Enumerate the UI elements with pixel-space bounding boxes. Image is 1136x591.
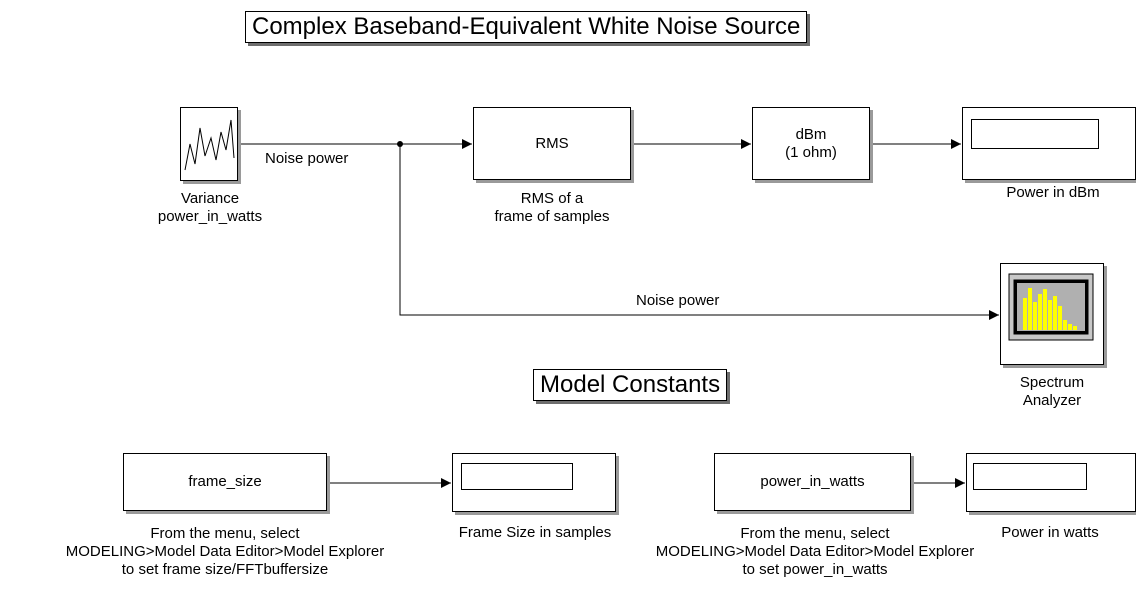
rms-block[interactable]: RMS — [473, 107, 631, 180]
spectrum-analyzer-label: Spectrum Analyzer — [1019, 374, 1085, 409]
power-watts-display-label: Power in watts — [1001, 524, 1099, 541]
power-dbm-value-field — [971, 119, 1099, 149]
title-annotation[interactable]: Complex Baseband-Equivalent White Noise … — [245, 11, 808, 43]
frame-size-note: From the menu, select MODELING>Model Dat… — [65, 525, 385, 578]
signal-label-noise-power-2: Noise power — [636, 292, 720, 309]
noise-source-block[interactable] — [180, 107, 238, 181]
power-dbm-label: Power in dBm — [1006, 184, 1100, 201]
power-watts-display-block[interactable] — [966, 453, 1136, 512]
model-constants-annotation[interactable]: Model Constants — [533, 369, 728, 401]
power-in-watts-constant-block[interactable]: power_in_watts — [714, 453, 911, 511]
noise-source-label: Variance power_in_watts — [157, 190, 263, 225]
frame-size-display-label: Frame Size in samples — [458, 524, 612, 541]
rms-block-text: RMS — [535, 134, 569, 152]
noise-waveform-icon — [184, 119, 235, 171]
frame-size-value-field — [461, 463, 573, 490]
dbm-conversion-block[interactable]: dBm (1 ohm) — [752, 107, 870, 180]
frame-size-block-text: frame_size — [188, 473, 262, 490]
power-in-watts-block-text: power_in_watts — [760, 473, 865, 490]
signal-label-noise-power-1: Noise power — [265, 150, 349, 167]
power-watts-value-field — [973, 463, 1087, 490]
rms-block-label: RMS of a frame of samples — [494, 190, 610, 225]
frame-size-display-block[interactable] — [452, 453, 616, 512]
spectrum-analyzer-block[interactable] — [1000, 263, 1104, 365]
spectrum-analyzer-icon — [1008, 273, 1094, 341]
signal-line-to-spectrum[interactable] — [399, 144, 999, 320]
power-in-watts-note: From the menu, select MODELING>Model Dat… — [655, 525, 975, 578]
power-dbm-display-block[interactable] — [962, 107, 1136, 180]
frame-size-constant-block[interactable]: frame_size — [123, 453, 327, 511]
dbm-block-text: dBm (1 ohm) — [785, 125, 837, 161]
